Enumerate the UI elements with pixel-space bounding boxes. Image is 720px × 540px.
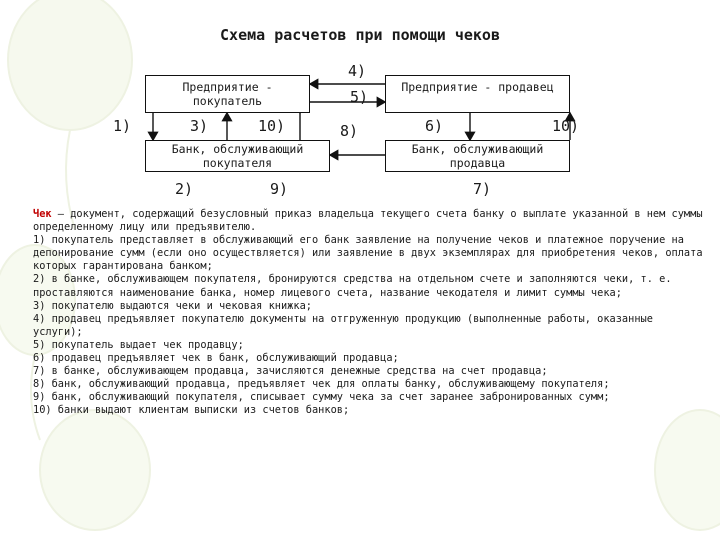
step-8: 8) (340, 122, 359, 140)
step-3: 3) (190, 117, 209, 135)
step-5: 5) (350, 88, 369, 106)
list-item: 7) в банке, обслуживающем продавца, зачи… (33, 365, 548, 378)
list-item: 10) банки выдают клиентам выписки из сче… (33, 404, 350, 417)
step-10-right: 10) (552, 117, 580, 135)
definition-text: – документ, содержащий безусловный прика… (33, 208, 703, 234)
list-item: 1) покупатель представляет в обслуживающ… (33, 234, 703, 273)
list-item: 3) покупателю выдаются чеки и чековая кн… (33, 299, 312, 312)
box-buyer-label: Предприятие - покупатель (182, 80, 273, 108)
box-seller-bank: Банк, обслуживающий продавца (385, 140, 570, 172)
box-buyer-bank-label: Банк, обслуживающий покупателя (171, 142, 304, 170)
list-item: 5) покупатель выдает чек продавцу; (33, 338, 244, 351)
box-buyer-bank: Банк, обслуживающий покупателя (145, 140, 330, 172)
step-10-left: 10) (258, 117, 286, 135)
list-item: 8) банк, обслуживающий продавца, предъяв… (33, 378, 610, 391)
step-2: 2) (175, 180, 194, 198)
diagram-title: Схема расчетов при помощи чеков (220, 26, 500, 44)
definition-term: Чек (33, 208, 52, 220)
list-item: 9) банк, обслуживающий покупателя, списы… (33, 391, 610, 404)
step-6: 6) (425, 117, 444, 135)
step-7: 7) (473, 180, 492, 198)
list-item: 6) продавец предъявляет чек в банк, обсл… (33, 352, 399, 365)
box-buyer: Предприятие - покупатель (145, 75, 310, 113)
definition: Чек – документ, содержащий безусловный п… (33, 208, 703, 234)
box-seller-label: Предприятие - продавец (401, 80, 554, 94)
box-seller-bank-label: Банк, обслуживающий продавца (411, 142, 544, 170)
step-1: 1) (113, 117, 132, 135)
box-seller: Предприятие - продавец (385, 75, 570, 113)
step-9: 9) (270, 180, 289, 198)
list-item: 2) в банке, обслуживающем покупателя, бр… (33, 273, 672, 299)
explanation-text: Чек – документ, содержащий безусловный п… (33, 208, 703, 418)
step-4: 4) (348, 62, 367, 80)
list-item: 4) продавец предъявляет покупателю докум… (33, 312, 653, 338)
